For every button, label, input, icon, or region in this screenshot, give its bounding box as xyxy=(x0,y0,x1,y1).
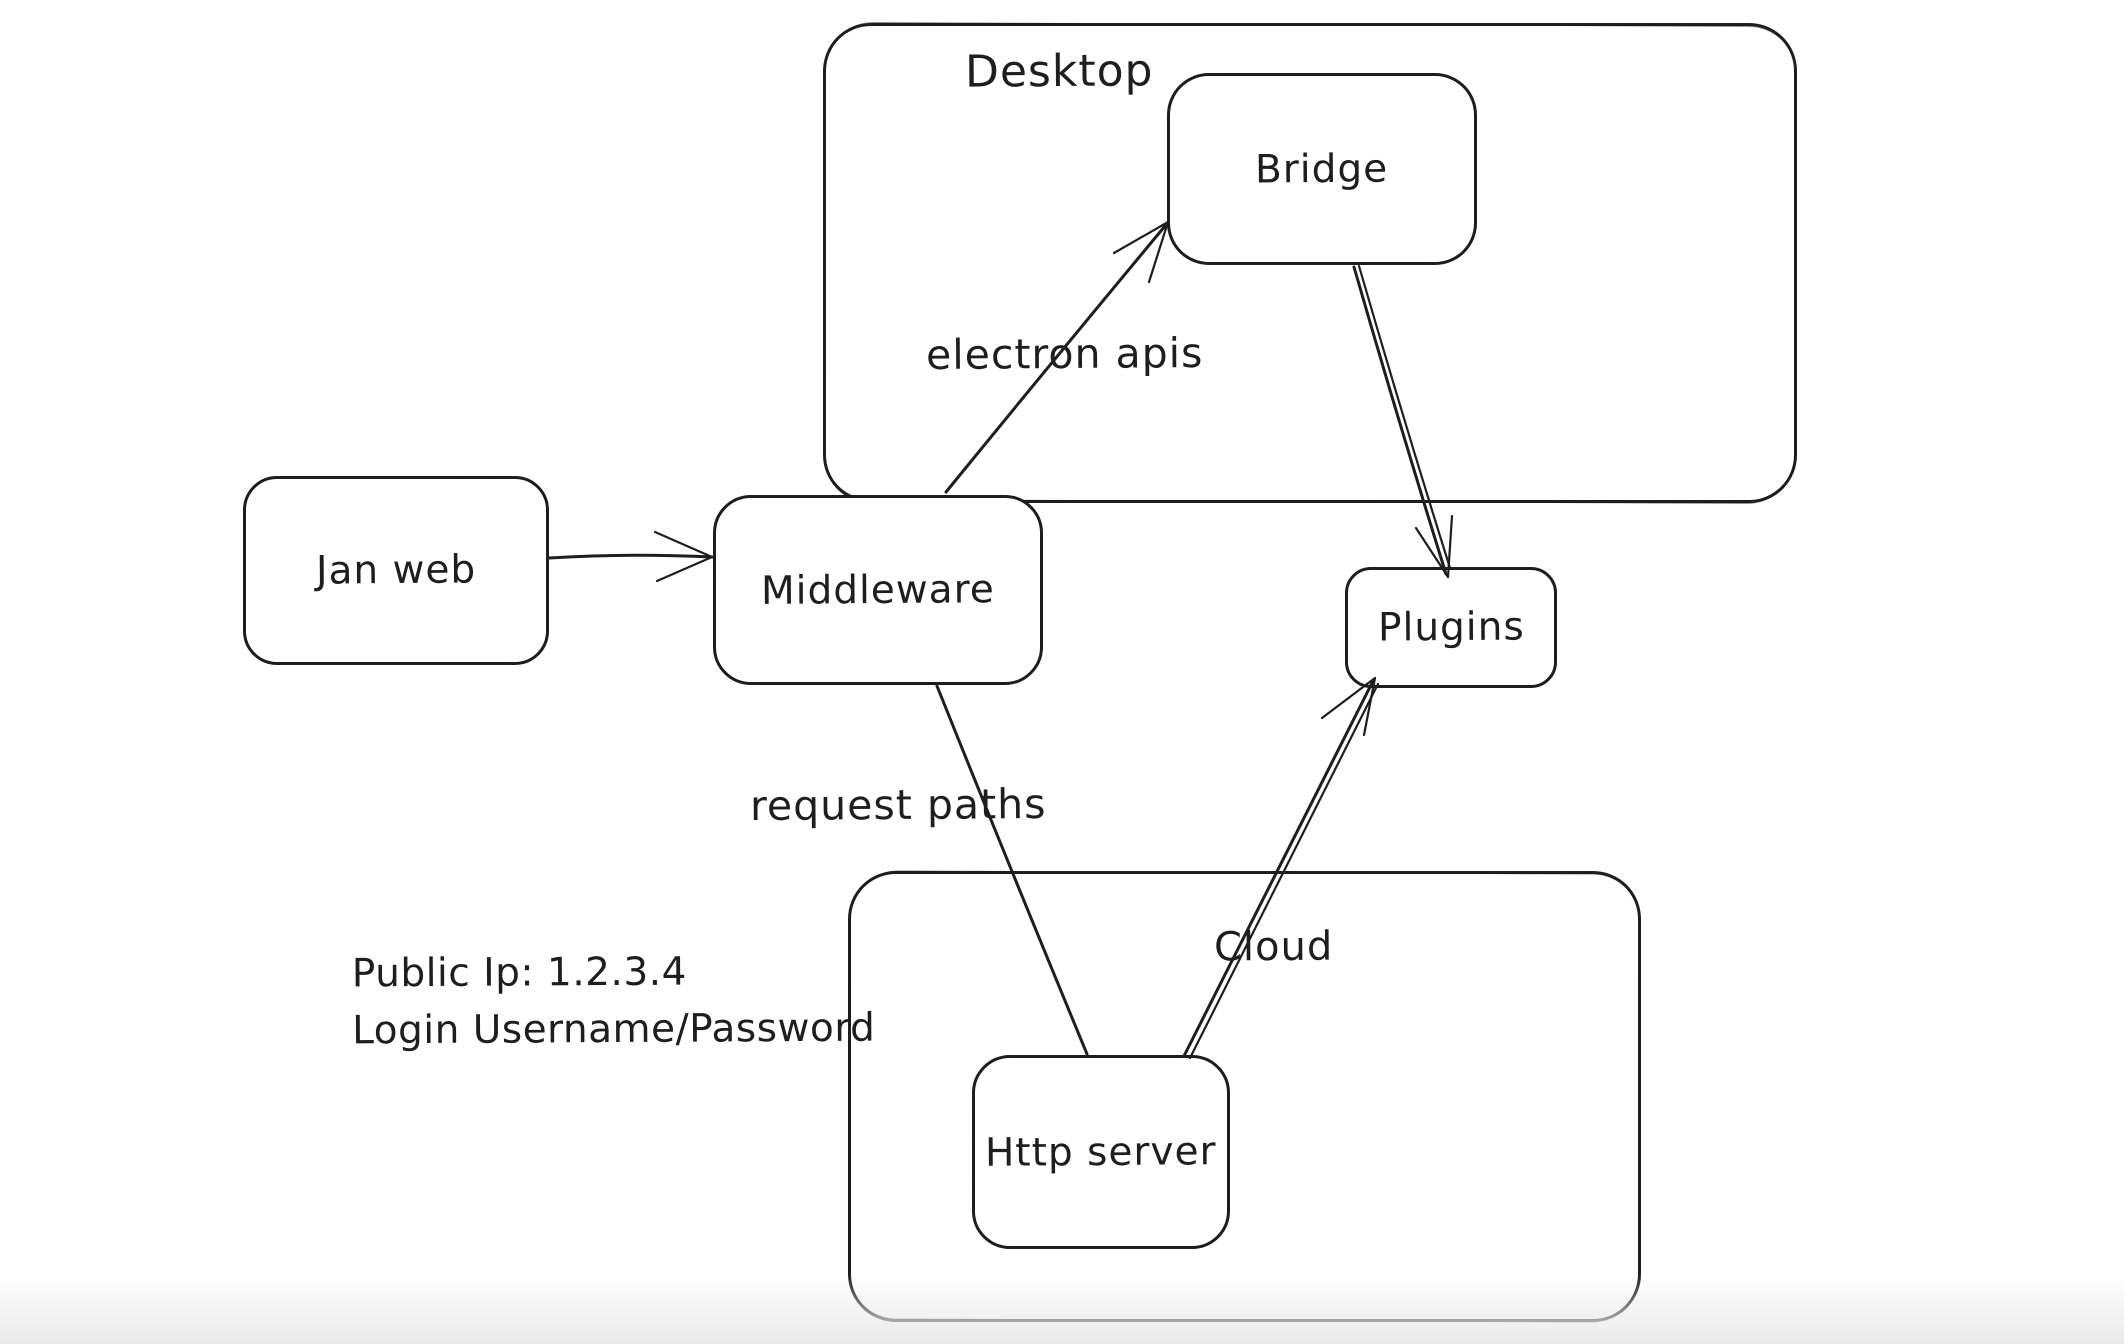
node-jan-web-label: Jan web xyxy=(315,547,477,594)
node-http-server-label: Http server xyxy=(985,1128,1217,1176)
node-bridge-label: Bridge xyxy=(1255,146,1389,192)
edge-label-request-paths[interactable]: request paths xyxy=(749,779,1047,831)
node-plugins-label: Plugins xyxy=(1377,604,1525,651)
note-line-public-ip: Public Ip: 1.2.3.4 xyxy=(351,949,688,997)
node-middleware[interactable]: Middleware xyxy=(713,495,1043,685)
node-middleware-label: Middleware xyxy=(760,566,996,614)
node-plugins[interactable]: Plugins xyxy=(1345,567,1557,688)
note-line-login: Login Username/Password xyxy=(352,1005,876,1054)
edge-label-electron-apis[interactable]: electron apis xyxy=(925,329,1204,379)
node-jan-web[interactable]: Jan web xyxy=(243,476,549,665)
node-bridge[interactable]: Bridge xyxy=(1167,73,1477,265)
desktop-container-label[interactable]: Desktop xyxy=(964,45,1154,98)
public-ip-note[interactable]: Public Ip: 1.2.3.4 Login Username/Passwo… xyxy=(352,943,876,1060)
arrow-janweb-to-middleware[interactable] xyxy=(547,530,714,583)
node-http-server[interactable]: Http server xyxy=(972,1055,1230,1249)
cloud-container-label[interactable]: Cloud xyxy=(1213,923,1334,971)
